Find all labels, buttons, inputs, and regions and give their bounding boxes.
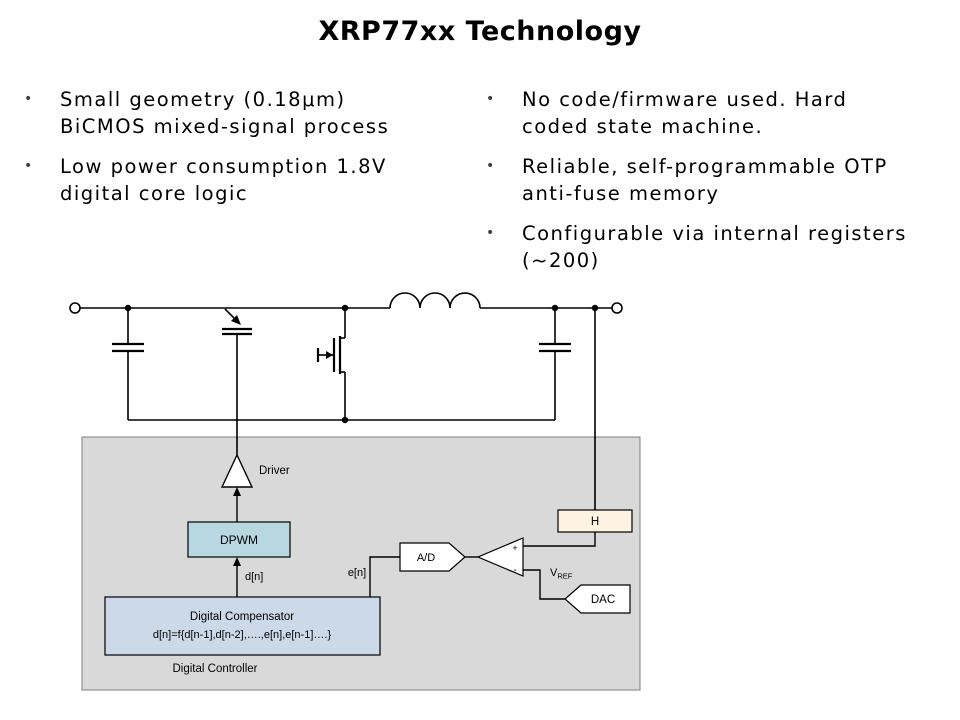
list-item: • Small geometry (0.18μm) BiCMOS mixed-s… (24, 86, 470, 140)
controller-label: Digital Controller (172, 663, 257, 675)
bullet-marker: • (486, 225, 495, 241)
dac-label: DAC (591, 594, 615, 606)
bullet-text: No code/firmware used. Hard coded state … (522, 88, 848, 138)
bullet-text: Small geometry (0.18μm) BiCMOS mixed-sig… (60, 88, 390, 138)
dpwm-box (187, 521, 291, 558)
page-title: XRP77xx Technology (318, 16, 642, 47)
compensator-formula: d[n]=f{d[n-1],d[n-2],….,e[n],e[n-1]….} (153, 629, 332, 641)
comparator-plus: + (512, 543, 517, 553)
dpwm-label: DPWM (220, 533, 258, 547)
comparator-triangle (476, 537, 524, 577)
bullet-marker: • (486, 158, 495, 174)
mosfet-low-side (316, 308, 346, 420)
output-terminal (611, 302, 623, 314)
power-stage-wires (80, 292, 612, 510)
bullet-column-left: • Small geometry (0.18μm) BiCMOS mixed-s… (24, 86, 470, 220)
wire-h-comparator (523, 532, 596, 547)
junction-dots (124, 304, 599, 424)
bullet-text: Reliable, self-programmable OTP anti-fus… (522, 155, 888, 205)
h-label: H (591, 516, 599, 528)
bullet-text: Low power consumption 1.8V digital core … (60, 155, 387, 205)
arrow-dpwm-driver (233, 487, 241, 522)
mosfet-high-side (222, 308, 252, 455)
capacitor-input (112, 308, 144, 420)
vref-label: VREF (550, 567, 573, 581)
adc-shape (399, 542, 466, 572)
arrow-compensator-dpwm (233, 557, 241, 597)
bullet-marker: • (486, 91, 495, 107)
adc-label: A/D (417, 552, 435, 564)
bullet-text: Configurable via internal registers (~20… (522, 222, 907, 272)
driver-label: Driver (259, 465, 290, 477)
comparator-minus: - (513, 565, 516, 576)
compensator-title: Digital Compensator (190, 611, 294, 623)
compensator-box (104, 596, 381, 656)
dn-label: d[n] (245, 571, 263, 583)
wire-en (369, 556, 400, 597)
input-terminal (69, 302, 81, 314)
dac-box (564, 584, 631, 614)
bullet-marker: • (24, 158, 33, 174)
list-item: • Reliable, self-programmable OTP anti-f… (486, 153, 952, 207)
circuit-diagram: Driver DPWM d[n] Digital Compensator d[n… (69, 292, 641, 691)
capacitor-output (539, 308, 571, 420)
en-label: e[n] (348, 567, 366, 579)
wire-dac-comparator (523, 569, 565, 600)
list-item: • Configurable via internal registers (~… (486, 220, 952, 274)
bullet-marker: • (24, 91, 33, 107)
bullet-column-right: • No code/firmware used. Hard coded stat… (486, 86, 952, 287)
list-item: • No code/firmware used. Hard coded stat… (486, 86, 952, 140)
list-item: • Low power consumption 1.8V digital cor… (24, 153, 470, 207)
inductor (389, 292, 481, 309)
